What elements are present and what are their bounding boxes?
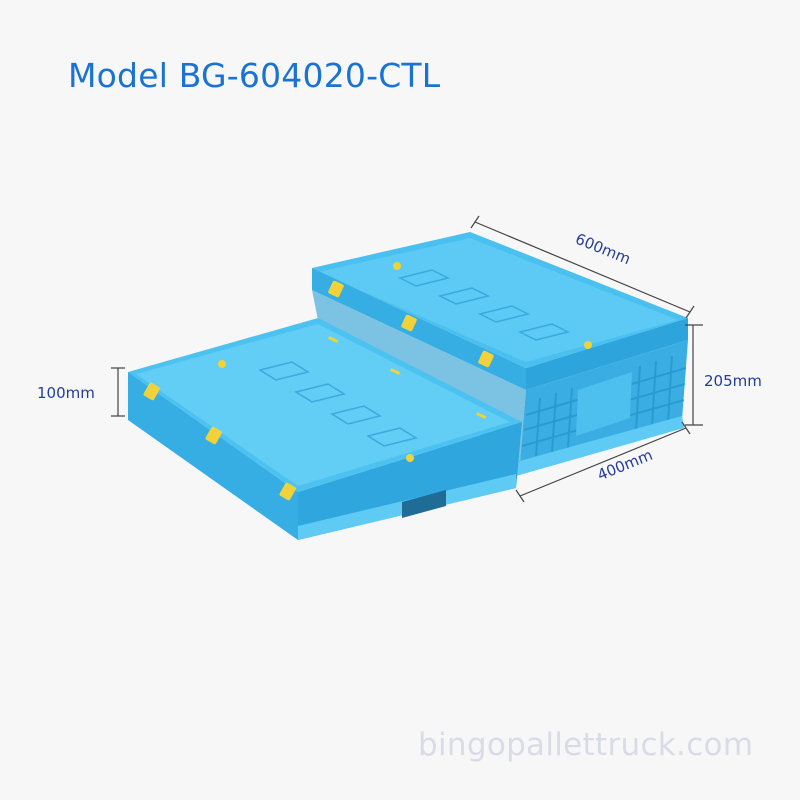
dimension-lines — [111, 215, 703, 503]
dimension-height-assembled-label: 205mm — [704, 372, 762, 390]
folded-crate — [128, 318, 522, 540]
model-title: Model BG-604020-CTL — [68, 56, 441, 95]
watermark: bingopallettruck.com — [418, 727, 754, 763]
assembled-crate — [312, 232, 688, 476]
dimension-height-folded-label: 100mm — [37, 384, 95, 402]
